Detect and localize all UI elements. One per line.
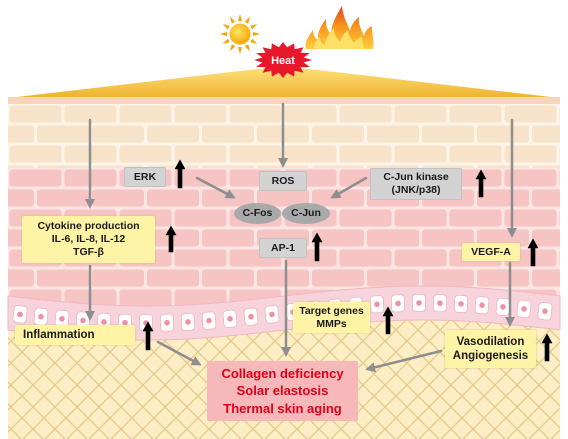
erk-box: ERK	[124, 167, 166, 187]
increase-arrows	[142, 159, 553, 362]
skin-cell	[180, 312, 196, 331]
cjun-node: C-Jun	[282, 203, 330, 224]
skin-cell	[453, 294, 469, 313]
vegf-box: VEGF-A	[462, 243, 520, 261]
cytokine-tgf: TGF-β	[73, 245, 104, 258]
target-genes-box: Target genes MMPs	[293, 302, 370, 333]
cjun-kinase-sublabel: (JNK/p38)	[391, 184, 441, 196]
epidermis-top-strip	[8, 97, 560, 105]
basal-cells	[12, 294, 553, 332]
heat-roof	[8, 66, 560, 98]
inflammation-label: Inflammation	[23, 328, 95, 341]
cfos-node: C-Fos	[234, 203, 281, 224]
up-arrow-icon	[174, 159, 186, 189]
pathway-arrows	[85, 102, 517, 373]
cjun-kinase-label: C-Jun kinase	[383, 171, 449, 184]
ap1-label: AP-1	[271, 241, 295, 254]
ros-label: ROS	[271, 174, 295, 187]
skin-cell	[201, 311, 217, 330]
vegf-label: VEGF-A	[471, 245, 511, 258]
skin-cell	[516, 299, 532, 319]
skin-cell	[12, 305, 28, 324]
up-arrow-icon	[541, 333, 553, 362]
inflammation-box: Inflammation	[15, 325, 135, 345]
outcome-aging: Thermal skin aging	[223, 400, 342, 416]
sun-icon	[220, 14, 260, 54]
up-arrow-icon	[475, 169, 487, 198]
ros-box: ROS	[259, 171, 307, 191]
ap1-box: AP-1	[259, 238, 307, 258]
skin-cell	[390, 294, 406, 313]
skin-cell	[495, 297, 511, 317]
up-arrow-icon	[142, 321, 154, 351]
outcome-box: Collagen deficiency Solar elastosis Ther…	[207, 361, 358, 421]
outcome-collagen: Collagen deficiency	[221, 365, 344, 381]
arrow-vasodilation-to-outcome	[365, 349, 443, 373]
arrow-inflammation-to-outcome	[156, 340, 202, 366]
target-genes-label: Target genes	[299, 304, 364, 317]
starburst-icon	[254, 42, 312, 78]
skin-cell	[369, 295, 385, 314]
skin-cell	[54, 309, 70, 328]
cjun-kinase-box: C-Jun kinase (JNK/p38)	[370, 168, 462, 200]
up-arrow-icon	[527, 238, 539, 267]
mmps-label: MMPs	[316, 317, 347, 330]
skin-cell	[33, 307, 49, 326]
skin-cell	[264, 305, 280, 324]
arrow-jnk-to-cjun	[330, 176, 368, 199]
vasodilation-label: Vasodilation	[456, 335, 525, 348]
heat-label: Heat	[271, 55, 295, 67]
skin-cell	[243, 307, 259, 326]
up-arrow-icon	[311, 232, 323, 262]
skin-cell	[537, 301, 553, 321]
cytokine-box: Cytokine production IL-6, IL-8, IL-12 TG…	[22, 216, 155, 263]
skin-cell	[474, 296, 490, 315]
up-arrow-icon	[382, 306, 394, 335]
skin-cell	[412, 294, 426, 312]
skin-cell	[222, 309, 238, 328]
cjun-label: C-Jun	[291, 207, 321, 220]
angiogenesis-label: Angiogenesis	[452, 350, 529, 362]
heat-burst: Heat	[254, 42, 312, 78]
arrow-erk-to-cfos	[195, 176, 236, 199]
skin-cell	[432, 294, 448, 313]
up-arrow-icon	[165, 225, 177, 253]
skin-cell	[159, 313, 175, 332]
cytokine-interleukins: IL-6, IL-8, IL-12	[51, 233, 126, 246]
cytokine-label: Cytokine production	[37, 220, 140, 233]
erk-label: ERK	[133, 170, 157, 183]
outcome-elastosis: Solar elastosis	[236, 383, 329, 399]
cfos-label: C-Fos	[242, 207, 273, 220]
fire-icon	[305, 6, 374, 49]
vasodilation-box: Vasodilation Angiogenesis	[445, 330, 536, 368]
